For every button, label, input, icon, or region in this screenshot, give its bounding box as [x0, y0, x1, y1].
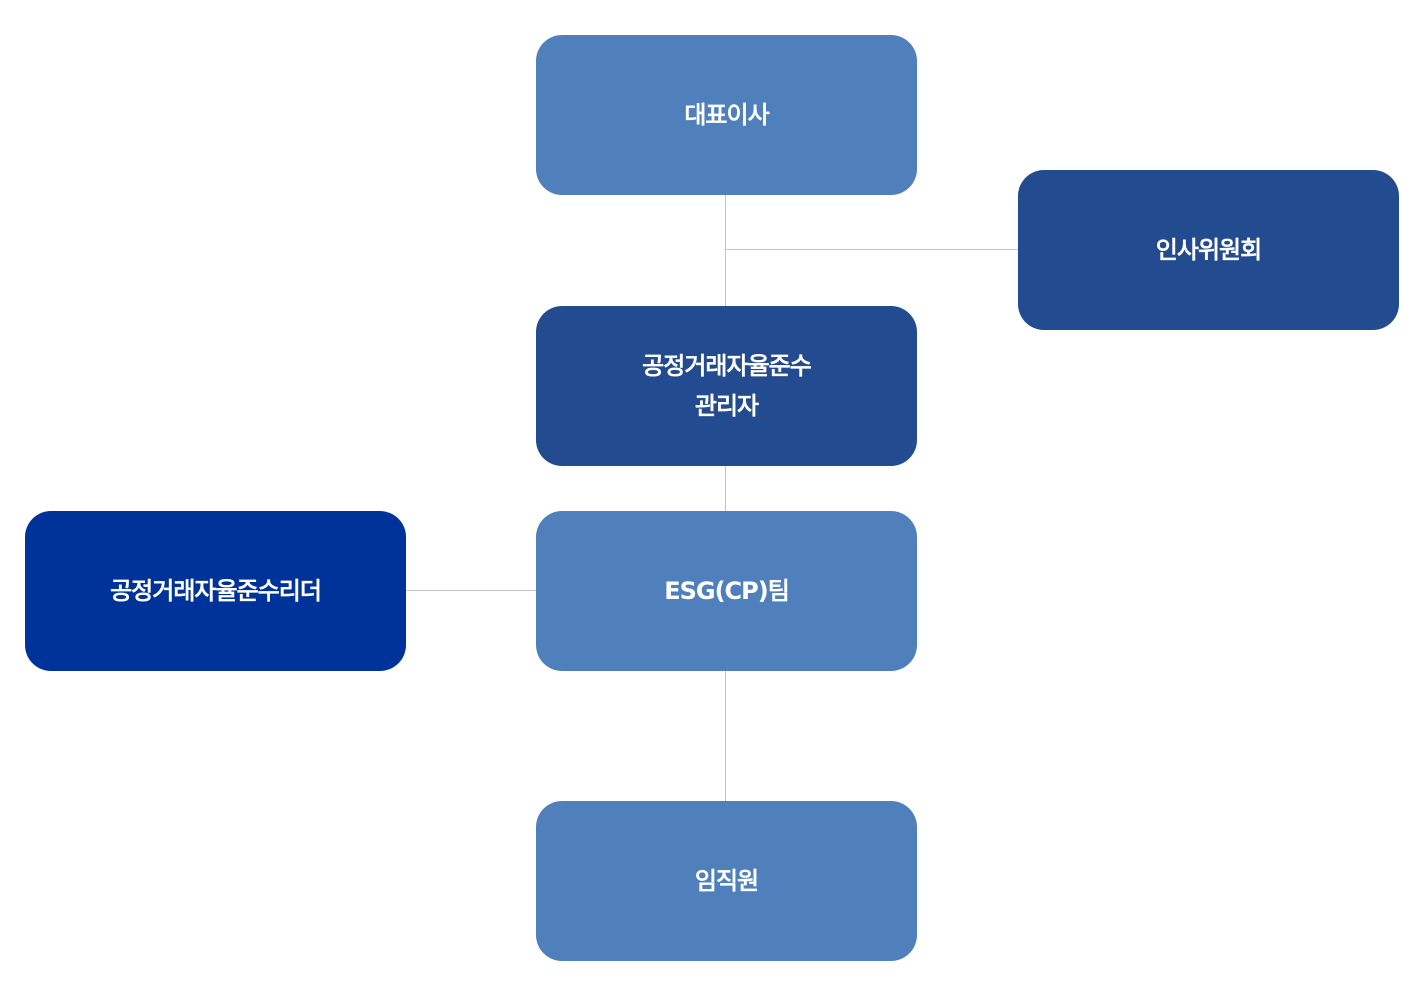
esg-team-box: ESG(CP)팀: [536, 511, 917, 671]
compliance-manager-label-line1: 공정거래자율준수: [642, 352, 812, 380]
ceo-box: 대표이사: [536, 35, 917, 195]
connector-team-to-employees: [725, 671, 726, 801]
connector-leader-to-team: [406, 590, 536, 591]
compliance-leader-label: 공정거래자율준수리더: [110, 577, 322, 605]
hr-committee-box: 인사위원회: [1018, 170, 1399, 330]
employees-label: 임직원: [694, 867, 759, 895]
employees-box: 임직원: [536, 801, 917, 961]
connector-to-hr-committee: [726, 249, 1018, 250]
connector-ceo-to-manager: [725, 195, 726, 306]
ceo-label: 대표이사: [684, 101, 769, 129]
compliance-manager-label-line2: 관리자: [694, 392, 759, 420]
compliance-manager-box: 공정거래자율준수 관리자: [536, 306, 917, 466]
esg-team-label: ESG(CP)팀: [664, 577, 790, 605]
compliance-leader-box: 공정거래자율준수리더: [25, 511, 406, 671]
hr-committee-label: 인사위원회: [1155, 236, 1262, 264]
connector-manager-to-team: [725, 466, 726, 511]
